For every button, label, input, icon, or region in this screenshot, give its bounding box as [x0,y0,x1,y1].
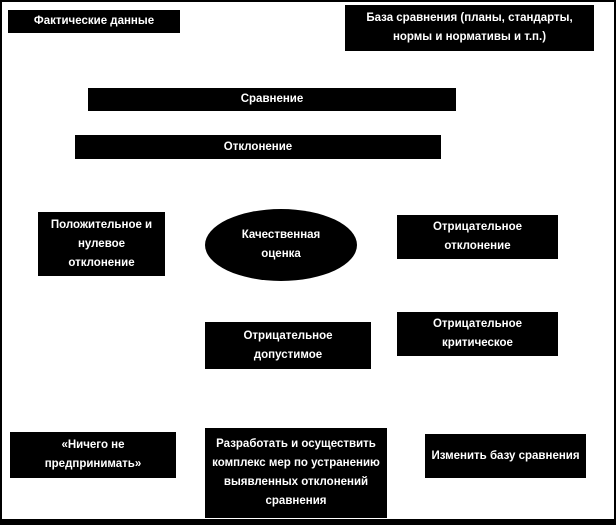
node-negative-acceptable: Отрицательное допустимое [205,322,371,369]
node-actual-data: Фактические данные [8,10,180,33]
node-negative-deviation: Отрицательное отклонение [397,215,558,259]
node-positive-zero-deviation: Положительное и нулевое отклонение [38,212,165,276]
node-comparison-base: База сравнения (планы, стандарты, нормы … [345,5,594,51]
node-develop-measures: Разработать и осуществить комплекс мер п… [205,428,387,518]
node-comparison: Сравнение [88,88,456,111]
node-negative-critical: Отрицательное критическое [397,312,558,356]
node-change-comparison-base: Изменить базу сравнения [425,434,586,478]
node-qualitative-assessment: Качественная оценка [205,209,357,281]
node-deviation: Отклонение [75,135,441,159]
node-do-nothing: «Ничего не предпринимать» [10,432,176,478]
